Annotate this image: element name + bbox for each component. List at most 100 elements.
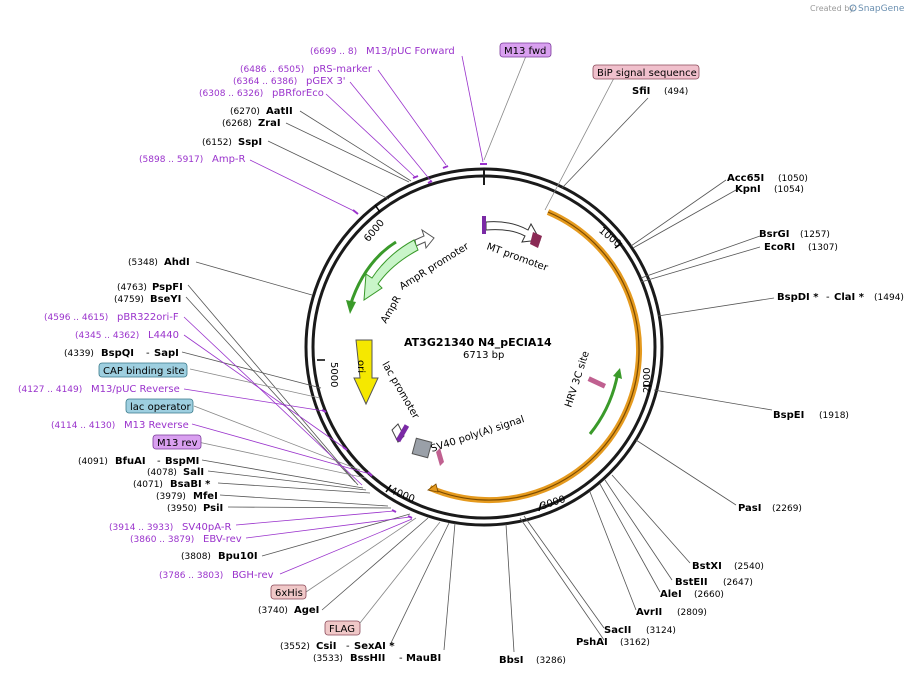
- ori-arrow: [353, 339, 379, 406]
- enzyme-bstxi: BstXI: [692, 561, 722, 572]
- enzyme-pspfi: PspFI: [152, 282, 183, 293]
- box-lacop: [125, 398, 194, 414]
- enzyme-pos-bsabi: (4071): [133, 480, 163, 490]
- ampr-promoter-arrow: [414, 228, 435, 250]
- label-his: 6xHis: [275, 588, 303, 599]
- bip-signal-block: [530, 232, 542, 248]
- feature-sv40: SV40 poly(A) signal: [430, 414, 526, 455]
- enzyme-clai: ClaI *: [834, 292, 865, 303]
- enzyme-acc65i: Acc65I: [727, 173, 764, 184]
- enzyme-pos-sfii: (494): [664, 87, 688, 97]
- enzyme-bspmi: BspMI: [165, 456, 199, 467]
- insert-arrowhead: [427, 483, 439, 493]
- enzyme-avrii: AvrII: [636, 607, 662, 618]
- enzyme-kpni: KpnI: [735, 184, 761, 195]
- primer-pos-prs: (6486 .. 6505): [240, 65, 304, 75]
- enzyme-bsrgi: BsrGI: [759, 229, 789, 240]
- primer-name-prs: pRS-marker: [313, 64, 373, 75]
- enzyme-pshai: PshAI: [576, 637, 608, 648]
- box-m13rev: [152, 434, 202, 450]
- primer-name-m13puc-fwd: M13/pUC Forward: [366, 46, 455, 57]
- enzyme-pos-pshai: (3162): [620, 638, 650, 648]
- primer-name-pbr322: pBR322ori-F: [117, 312, 179, 323]
- primer-name-sv40pa: SV40pA-R: [182, 522, 231, 533]
- enzyme-maubi: MauBI: [406, 653, 441, 664]
- label-flag: FLAG: [329, 624, 355, 635]
- enzyme-sacii: SacII: [604, 625, 631, 636]
- insert-arc-core: [429, 211, 640, 501]
- enzyme-pos-bseyi: (4759): [114, 295, 144, 305]
- m13fwd-feature-block: [482, 216, 486, 234]
- feature-ori: ori: [355, 360, 366, 373]
- primer-name-ebv: EBV-rev: [203, 534, 242, 545]
- enzyme-pos-bsteii: (2647): [723, 578, 753, 588]
- lac-operator-block: [395, 424, 410, 443]
- his-flag-block: [436, 448, 444, 466]
- primer-pos-pbr322: (4596 .. 4615): [44, 313, 108, 323]
- enzyme-sep-bspqi: -: [146, 348, 150, 359]
- feature-leader-lines: [189, 55, 615, 629]
- enzyme-sexai: SexAI *: [354, 641, 395, 652]
- enzyme-pos-sspi: (6152): [202, 138, 232, 148]
- enzyme-sep-bfuai: -: [157, 456, 161, 467]
- enzyme-sfii: SfiI: [632, 86, 650, 97]
- primer-name-pgex: pGEX 3': [306, 76, 346, 87]
- box-flag: [324, 620, 361, 636]
- enzyme-bseyi: BseYI: [150, 294, 181, 305]
- label-m13fwd: M13 fwd: [504, 46, 546, 57]
- enzyme-pos-kpni: (1054): [774, 185, 804, 195]
- feature-lac-promoter: lac promoter: [379, 360, 421, 422]
- box-his: [270, 584, 307, 600]
- feature-ampr: AmpR: [379, 294, 403, 325]
- enzyme-sapi: SapI: [154, 348, 179, 359]
- enzyme-pos-pasi: (2269): [772, 504, 802, 514]
- label-bip: BiP signal sequence: [597, 68, 697, 79]
- feature-mt-promoter: MT promoter: [485, 241, 550, 274]
- enzyme-sep-csii: -: [346, 641, 350, 652]
- scale-ticks: [317, 204, 651, 512]
- enzyme-pos-mfei: (3979): [156, 492, 186, 502]
- primer-name-m13-rev: M13 Reverse: [124, 420, 189, 431]
- enzyme-pos-sacii: (3124): [646, 626, 676, 636]
- map-title: AT3G21340 N4_pECIA14: [404, 336, 552, 349]
- tick-label-2000: 2000: [642, 368, 653, 393]
- enzyme-pos-psii: (3950): [167, 504, 197, 514]
- primer-pos-sv40pa: (3914 .. 3933): [109, 523, 173, 533]
- enzyme-mfei: MfeI: [193, 491, 218, 502]
- primer-leader-lines: [183, 55, 484, 575]
- sv40-block: [411, 437, 433, 459]
- enzyme-ecori: EcoRI: [764, 242, 795, 253]
- enzyme-sspi: SspI: [238, 137, 262, 148]
- enzyme-sali: SalI: [183, 467, 204, 478]
- primer-name-ampr: Amp-R: [212, 154, 246, 165]
- enzyme-bspei: BspEI: [773, 410, 804, 421]
- enzyme-bsshii: BssHII: [350, 653, 385, 664]
- ampr-outer-arrowhead: [346, 300, 356, 314]
- enzyme-bfuai: BfuAI: [115, 456, 146, 467]
- snapgene-logo-icon: [849, 4, 857, 12]
- box-cap: [98, 362, 188, 378]
- enzyme-pos-bbsi: (3286): [536, 656, 566, 666]
- enzyme-pos-agei: (3740): [258, 606, 288, 616]
- enzyme-zrai: ZraI: [258, 118, 281, 129]
- box-bip: [592, 64, 700, 80]
- enzyme-pos-acc65i: (1050): [778, 174, 808, 184]
- primer-pos-pbr-for: (6308 .. 6326): [199, 89, 263, 99]
- enzyme-pos-zrai: (6268): [222, 119, 252, 129]
- primer-pos-ampr: (5898 .. 5917): [139, 155, 203, 165]
- primer-pos-m13puc-rev: (4127 .. 4149): [18, 385, 82, 395]
- primer-pos-pgex: (6364 .. 6386): [233, 77, 297, 87]
- hrv-arc-arrowhead: [613, 368, 622, 379]
- enzyme-agei: AgeI: [294, 605, 319, 616]
- enzyme-pos-pspfi: (4763): [117, 283, 147, 293]
- enzyme-pos-sali: (4078): [147, 468, 177, 478]
- credit-created-by: Created by: [810, 4, 854, 13]
- enzyme-bpu10i: Bpu10I: [218, 551, 258, 562]
- enzyme-bsteii: BstEII: [675, 577, 708, 588]
- credit-brand: SnapGene: [858, 4, 905, 14]
- enzyme-bspdi: BspDI *: [777, 292, 819, 303]
- primer-pos-l4440: (4345 .. 4362): [75, 331, 139, 341]
- primer-name-m13puc-rev: M13/pUC Reverse: [91, 384, 180, 395]
